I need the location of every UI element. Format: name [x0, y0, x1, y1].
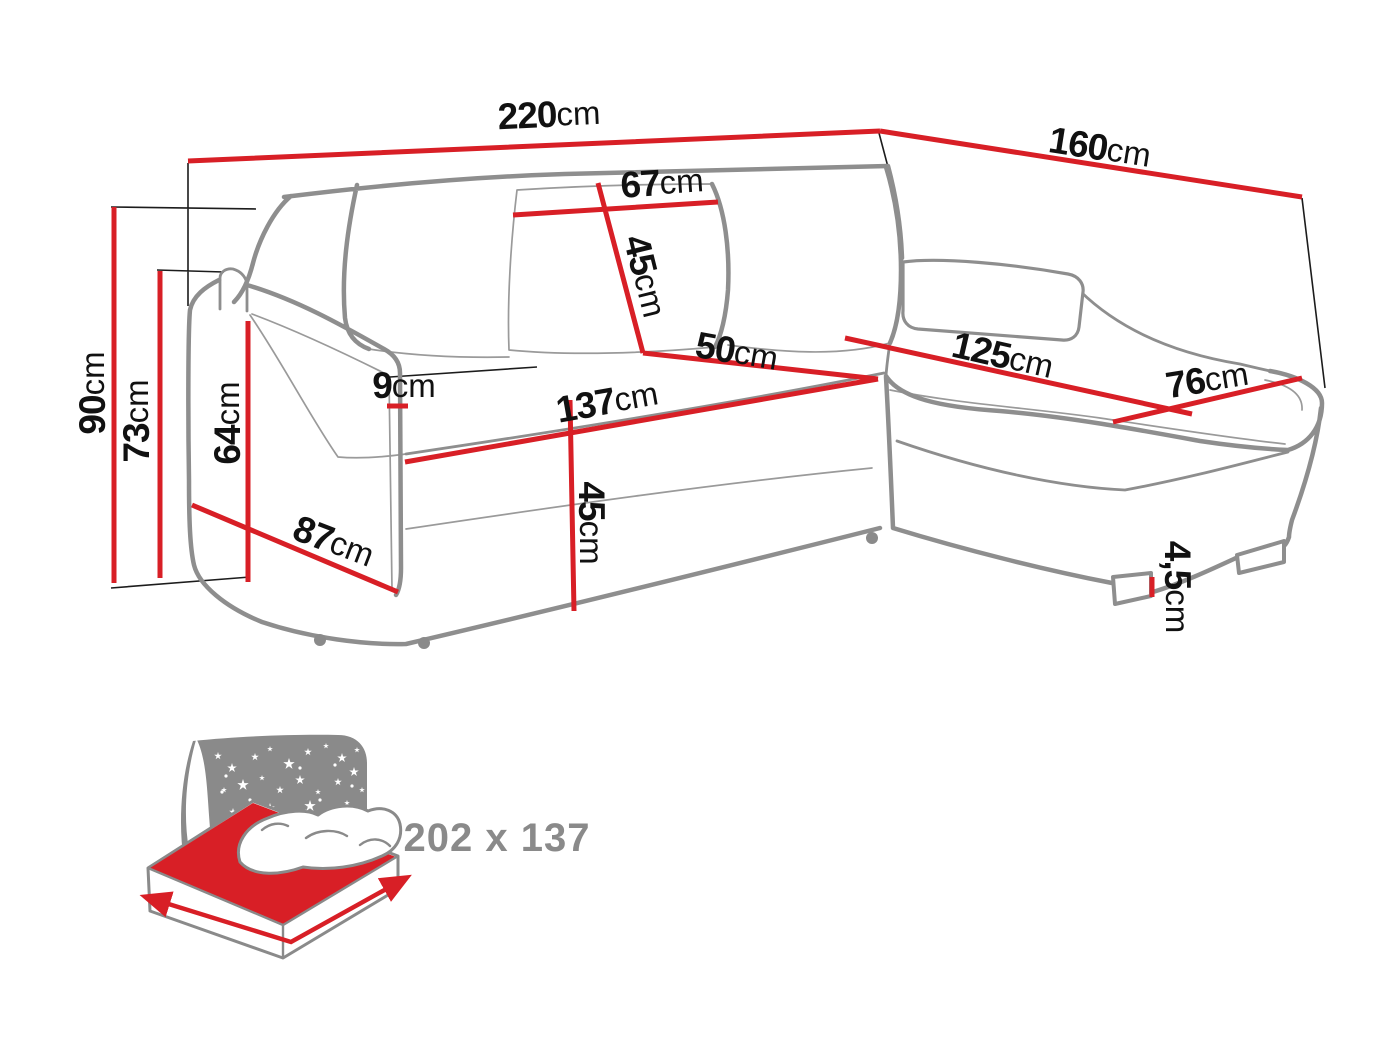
dim-label-armrest-width: 9cm [372, 365, 436, 406]
dim-label-chaise-width: 76cm [1163, 352, 1252, 406]
dimension-lines [111, 128, 1303, 612]
dim-label-seat-depth: 50cm [692, 324, 781, 379]
bed-size-arrows-icon [139, 874, 412, 945]
bed-size-label: 202 x 137 [404, 816, 591, 860]
dim-label-overall-width: 220cm [497, 91, 601, 136]
sofa-main-outline [186, 163, 1325, 647]
dim-label-side-panel-height: 64cm [207, 381, 248, 464]
sleeping-function-icon: 202 x 137 [139, 734, 591, 960]
dim-label-back-cushion-height: 45cm [616, 231, 676, 322]
dim-label-back-cushion-width: 67cm [619, 159, 705, 206]
chaise-back-cushion [901, 258, 1085, 342]
extension-lines [110, 132, 1326, 589]
dimension-labels: 220cm 160cm 67cm 45cm 50cm 90cm 73cm 64c… [72, 91, 1252, 633]
blanket-folds [260, 822, 392, 848]
dim-label-leg-height: 4,5cm [1158, 541, 1199, 633]
dim-label-armrest-height: 73cm [116, 379, 157, 462]
dim-label-chaise-depth: 160cm [1046, 119, 1154, 176]
sofa-feet [314, 532, 878, 649]
sofa-secondary-outline [218, 267, 1290, 492]
dim-label-seat-width: 137cm [553, 372, 661, 430]
dim-label-overall-height: 90cm [72, 351, 113, 434]
dim-label-seat-height: 45cm [572, 481, 613, 564]
